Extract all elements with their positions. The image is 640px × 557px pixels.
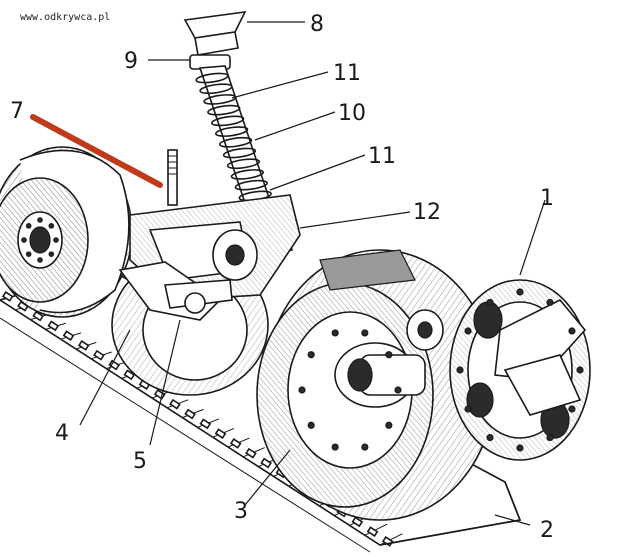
watermark-text: www.odkrywca.pl [20,12,110,23]
callout-4: 4 [55,421,69,446]
callout-labels: 8 9 11 10 11 12 1 7 4 5 3 2 [10,12,554,543]
callout-8: 8 [310,12,324,37]
callout-9: 9 [124,49,138,74]
callout-11-mid: 11 [368,144,396,169]
callout-10: 10 [338,101,366,126]
left-road-wheel [0,146,133,318]
mount-stud [167,149,178,206]
crank-arm [118,194,301,321]
callout-12: 12 [413,200,441,225]
leader-lines [79,21,546,526]
callout-5: 5 [133,449,147,474]
callout-3: 3 [234,499,248,524]
callout-2: 2 [540,518,554,543]
red-pointer-line [30,114,163,188]
callout-11-top: 11 [333,61,361,86]
callout-7: 7 [10,99,24,124]
hub-assembly [406,279,591,461]
callout-1: 1 [540,186,554,211]
